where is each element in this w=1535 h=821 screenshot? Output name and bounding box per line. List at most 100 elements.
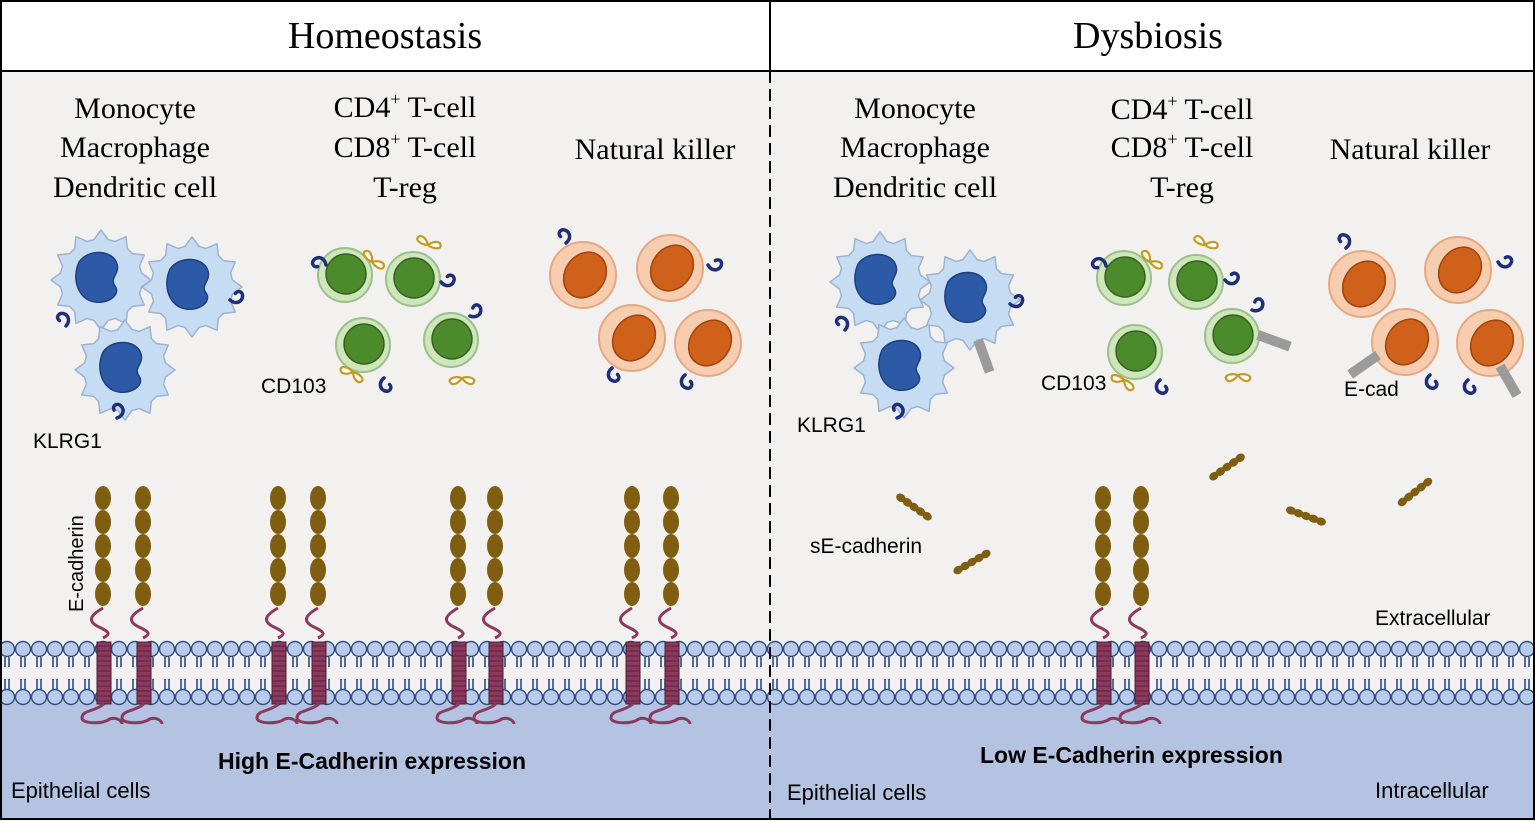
klrg1-hook xyxy=(606,366,621,383)
lipid-head xyxy=(1422,688,1440,706)
lipid-head xyxy=(974,640,992,658)
nk-label-left: Natural killer xyxy=(575,133,736,166)
lipid-head xyxy=(62,640,80,658)
lipid-tail xyxy=(1188,657,1194,667)
lipid-head xyxy=(926,688,944,706)
klrg1-hook xyxy=(1008,293,1025,309)
klrg1-hook xyxy=(679,373,694,390)
klrg1-hook xyxy=(310,255,328,269)
intracellular-label: Intracellular xyxy=(1375,778,1489,803)
lipid-head xyxy=(286,688,304,706)
lipid-head xyxy=(1310,688,1328,706)
lipid-head xyxy=(350,688,368,706)
lipid-head xyxy=(510,640,528,658)
tcell-label-right: CD4+ T-cell CD8+ T-cell T-reg xyxy=(1111,91,1254,204)
ecadherin-linker xyxy=(619,606,639,640)
klrg1-receptor xyxy=(1496,255,1514,269)
klrg1-hook xyxy=(557,228,572,245)
lipid-head xyxy=(398,688,416,706)
ecadherin-domain xyxy=(135,558,151,582)
ecadherin-domain xyxy=(310,486,326,510)
lipid-head xyxy=(1006,640,1024,658)
extracellular-label: Extracellular xyxy=(1375,607,1491,630)
klrg1-receptor xyxy=(468,303,483,319)
cd103-lobe xyxy=(1110,373,1135,392)
lipid-head xyxy=(254,640,272,658)
lipid-head xyxy=(0,688,16,706)
lipid-tail xyxy=(36,657,42,667)
ecad-receptor-stem xyxy=(1347,350,1381,379)
lipid-head xyxy=(1246,640,1264,658)
klrg1-hook xyxy=(1223,271,1240,286)
lipid-tail xyxy=(932,679,938,689)
lipid-tail xyxy=(228,657,234,667)
ecadherin-domain xyxy=(487,510,503,534)
ecadherin-tail xyxy=(80,702,124,725)
lipid-head xyxy=(526,688,544,706)
natural-killer-cell xyxy=(1456,309,1524,377)
secadherin-label: sE-cadherin xyxy=(810,535,922,558)
lipid-tail xyxy=(1188,679,1194,689)
lipid-tail xyxy=(1524,679,1530,689)
lipid-head xyxy=(1502,640,1520,658)
klrg1-hook xyxy=(834,315,850,332)
lipid-tail xyxy=(740,679,746,689)
lipid-tail xyxy=(1492,657,1498,667)
ecadherin-linker xyxy=(130,606,150,640)
lipid-tail xyxy=(1412,679,1418,689)
lipid-tail xyxy=(916,679,922,689)
cd103-receptor xyxy=(1193,234,1219,250)
cd103-receptor xyxy=(1110,373,1135,392)
dysbiosis-title: Dysbiosis xyxy=(1073,15,1223,57)
lipid-head xyxy=(910,688,928,706)
lipid-tail xyxy=(1316,657,1322,667)
macrophage-label: Macrophage xyxy=(60,131,210,164)
fragment-bead xyxy=(1235,453,1245,463)
klrg1-receptor xyxy=(111,402,125,420)
nk-label-right: Natural killer xyxy=(1330,133,1491,166)
lipid-tail xyxy=(20,657,26,667)
ecad-receptor-stem xyxy=(1256,330,1292,352)
t-cell xyxy=(423,312,479,368)
ecadherin-domain xyxy=(1133,558,1149,582)
lipid-tail xyxy=(1028,657,1034,667)
lipid-tail xyxy=(1364,679,1370,689)
nk-nucleus xyxy=(1469,319,1515,367)
ecadherin-domain xyxy=(270,486,286,510)
cd4-tcell-label: CD4+ T-cell xyxy=(334,89,477,124)
soluble-ecadherin-fragment xyxy=(953,549,991,575)
lipid-tail xyxy=(4,679,10,689)
lipid-head xyxy=(958,640,976,658)
lipid-tail xyxy=(964,679,970,689)
ecadherin-domain xyxy=(1133,510,1149,534)
ecad-receptor-stem xyxy=(1495,363,1522,398)
lipid-tail xyxy=(836,657,842,667)
lipid-head xyxy=(686,688,704,706)
lipid-head xyxy=(1262,640,1280,658)
lipid-tail xyxy=(1044,679,1050,689)
lipid-head xyxy=(798,640,816,658)
ecadherin-tail xyxy=(472,702,516,725)
lipid-tail xyxy=(1396,657,1402,667)
lipid-tail xyxy=(1348,657,1354,667)
lipid-head xyxy=(206,688,224,706)
lipid-head xyxy=(1470,640,1488,658)
soluble-ecadherin-fragment xyxy=(1286,506,1326,526)
lipid-head xyxy=(606,640,624,658)
lipid-head xyxy=(942,688,960,706)
lipid-head xyxy=(862,688,880,706)
tcell-nucleus xyxy=(1115,330,1157,372)
e-cadherin-layer xyxy=(80,453,1433,725)
ecadherin-domain xyxy=(487,486,503,510)
lipid-tail xyxy=(1492,679,1498,689)
dendritic-cell xyxy=(141,236,243,338)
lipid-tail xyxy=(548,679,554,689)
lipid-head xyxy=(942,640,960,658)
lipid-head xyxy=(894,640,912,658)
t-cell xyxy=(1204,308,1260,364)
lipid-head xyxy=(1166,640,1184,658)
nk-nucleus xyxy=(562,251,608,299)
ecadherin-domain xyxy=(135,534,151,558)
